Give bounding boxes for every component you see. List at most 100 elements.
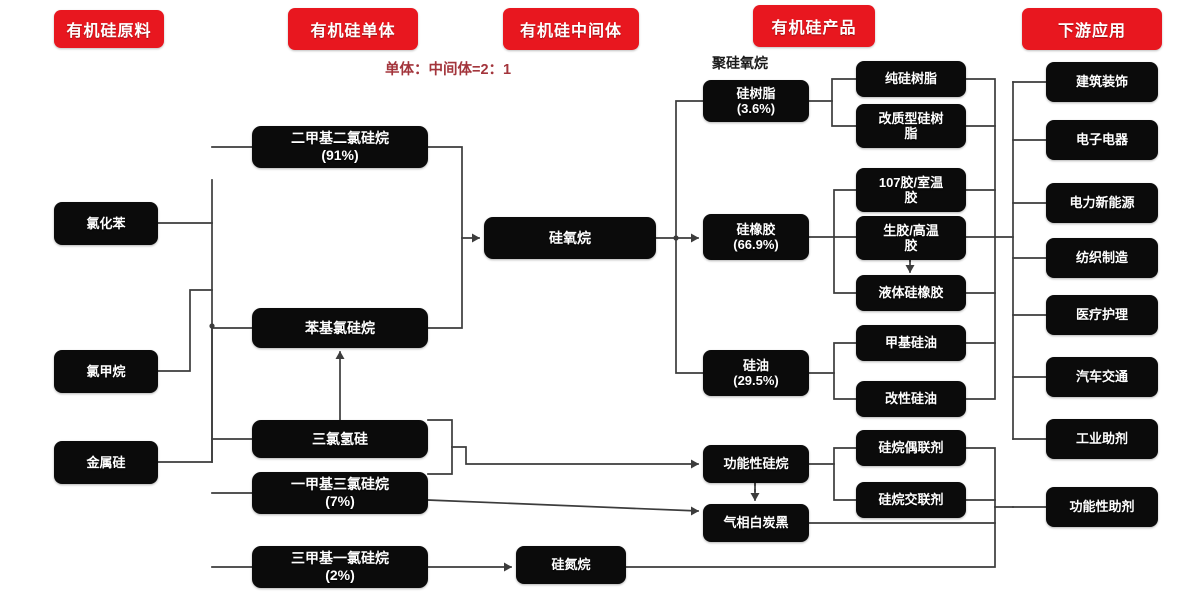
junction-dot <box>209 323 215 329</box>
annotation-text: 聚硅氧烷 <box>712 55 768 71</box>
node-siloxane[interactable]: 硅氧烷 <box>484 217 656 259</box>
node-label: 生胶/高温 胶 <box>883 222 939 253</box>
node-methyltrichlorosilane[interactable]: 一甲基三氯硅烷 (7%) <box>252 472 428 514</box>
arrow-head <box>750 493 760 501</box>
node-architecture[interactable]: 建筑装饰 <box>1046 62 1158 102</box>
node-silane-coupling-agent[interactable]: 硅烷偶联剂 <box>856 430 966 466</box>
arrow-head <box>691 506 699 516</box>
node-functional-aux[interactable]: 功能性助剂 <box>1046 487 1158 527</box>
node-industrial-aux[interactable]: 工业助剂 <box>1046 419 1158 459</box>
arrow-head <box>504 562 512 572</box>
node-label: 金属硅 <box>86 454 126 470</box>
node-raw-rubber-ht-glue[interactable]: 生胶/高温 胶 <box>856 216 966 260</box>
node-electronics[interactable]: 电子电器 <box>1046 120 1158 160</box>
node-textile[interactable]: 纺织制造 <box>1046 238 1158 278</box>
node-label: 医疗护理 <box>1075 307 1128 323</box>
node-automotive[interactable]: 汽车交通 <box>1046 357 1158 397</box>
node-chlorobenzene[interactable]: 氯化苯 <box>54 202 158 245</box>
node-label: 纺织制造 <box>1075 250 1128 266</box>
connector-line <box>675 100 704 239</box>
node-label: 改质型硅树 脂 <box>878 110 944 141</box>
connector-line <box>157 289 213 372</box>
node-label: 硅烷偶联剂 <box>878 440 944 456</box>
node-label: 电子电器 <box>1075 132 1128 148</box>
node-silicone-oil[interactable]: 硅油 (29.5%) <box>703 350 809 396</box>
connector-line <box>833 236 857 294</box>
node-label: 汽车交通 <box>1075 369 1128 385</box>
arrow-head <box>691 459 699 469</box>
annotation-text: 单体：中间体=2：1 <box>385 62 512 78</box>
node-label: 液体硅橡胶 <box>878 285 944 301</box>
node-label: 电力新能源 <box>1069 195 1135 211</box>
connector-line <box>808 447 857 465</box>
node-modified-silicone-oil[interactable]: 改性硅油 <box>856 381 966 417</box>
connector-line <box>427 146 463 329</box>
connector-line <box>427 499 699 512</box>
node-modified-silicone-resin[interactable]: 改质型硅树 脂 <box>856 104 966 148</box>
node-label: 硅氮烷 <box>551 557 591 573</box>
node-functional-silane[interactable]: 功能性硅烷 <box>703 445 809 483</box>
node-label: 三氯氢硅 <box>312 430 368 447</box>
header-downstream[interactable]: 下游应用 <box>1022 8 1162 50</box>
junction-dot <box>673 235 679 241</box>
header-raw-materials[interactable]: 有机硅原料 <box>54 10 164 48</box>
node-medical[interactable]: 医疗护理 <box>1046 295 1158 335</box>
arrow-head <box>691 233 699 243</box>
header-monomers[interactable]: 有机硅单体 <box>288 8 418 50</box>
node-107-glue[interactable]: 107胶/室温 胶 <box>856 168 966 212</box>
connector-line <box>833 372 857 400</box>
header-label: 有机硅单体 <box>310 23 396 40</box>
node-phenylchlorosilane[interactable]: 苯基氯硅烷 <box>252 308 428 348</box>
node-label: 107胶/室温 胶 <box>878 174 944 205</box>
node-label: 一甲基三氯硅烷 (7%) <box>291 476 389 509</box>
node-label: 二甲基二氯硅烷 (91%) <box>291 130 389 163</box>
node-silane-crosslinker[interactable]: 硅烷交联剂 <box>856 482 966 518</box>
header-label: 有机硅中间体 <box>519 23 622 40</box>
node-pure-silicone-resin[interactable]: 纯硅树脂 <box>856 61 966 97</box>
node-label: 建筑装饰 <box>1075 74 1128 90</box>
node-label: 工业助剂 <box>1075 431 1128 447</box>
node-silazane[interactable]: 硅氮烷 <box>516 546 626 584</box>
node-label: 三甲基一氯硅烷 (2%) <box>291 550 389 583</box>
header-label: 下游应用 <box>1057 23 1126 40</box>
node-label: 甲基硅油 <box>884 335 937 351</box>
node-chloromethane[interactable]: 氯甲烷 <box>54 350 158 393</box>
node-label: 苯基氯硅烷 <box>305 319 375 336</box>
node-silicone-rubber[interactable]: 硅橡胶 (66.9%) <box>703 214 809 260</box>
connector-line <box>451 446 699 465</box>
arrow-head <box>335 351 345 359</box>
node-label: 硅油 (29.5%) <box>733 357 779 388</box>
node-label: 氯化苯 <box>86 215 126 231</box>
node-label: 硅烷交联剂 <box>878 492 944 508</box>
node-methyl-silicone-oil[interactable]: 甲基硅油 <box>856 325 966 361</box>
node-power-new-energy[interactable]: 电力新能源 <box>1046 183 1158 223</box>
node-liquid-silicone-rubber[interactable]: 液体硅橡胶 <box>856 275 966 311</box>
node-label: 功能性助剂 <box>1069 499 1135 515</box>
connector-line <box>157 325 213 463</box>
connector-line <box>808 189 857 238</box>
node-label: 气相白炭黑 <box>723 515 789 531</box>
node-label: 硅橡胶 (66.9%) <box>733 221 779 252</box>
connector-line <box>965 236 996 400</box>
header-intermediates[interactable]: 有机硅中间体 <box>503 8 639 50</box>
node-trimethylchlorosilane[interactable]: 三甲基一氯硅烷 (2%) <box>252 546 428 588</box>
node-fumed-silica[interactable]: 气相白炭黑 <box>703 504 809 542</box>
node-label: 硅氧烷 <box>549 229 591 246</box>
annotation-monomer-intermediate-ratio: 单体：中间体=2：1 <box>385 58 511 79</box>
connector-line <box>675 237 704 374</box>
connector-line <box>808 78 857 102</box>
node-label: 功能性硅烷 <box>723 456 789 472</box>
connector-line <box>965 447 996 508</box>
annotation-polysiloxane: 聚硅氧烷 <box>712 53 768 73</box>
node-silicon-metal[interactable]: 金属硅 <box>54 441 158 484</box>
connector-line <box>833 463 857 501</box>
node-label: 改性硅油 <box>884 391 937 407</box>
node-label: 氯甲烷 <box>86 363 126 379</box>
node-label: 硅树脂 (3.6%) <box>736 85 776 116</box>
node-trichlorosilane[interactable]: 三氯氢硅 <box>252 420 428 458</box>
header-products[interactable]: 有机硅产品 <box>753 5 875 47</box>
node-dimethyldichlorosilane[interactable]: 二甲基二氯硅烷 (91%) <box>252 126 428 168</box>
node-silicone-resin[interactable]: 硅树脂 (3.6%) <box>703 80 809 122</box>
